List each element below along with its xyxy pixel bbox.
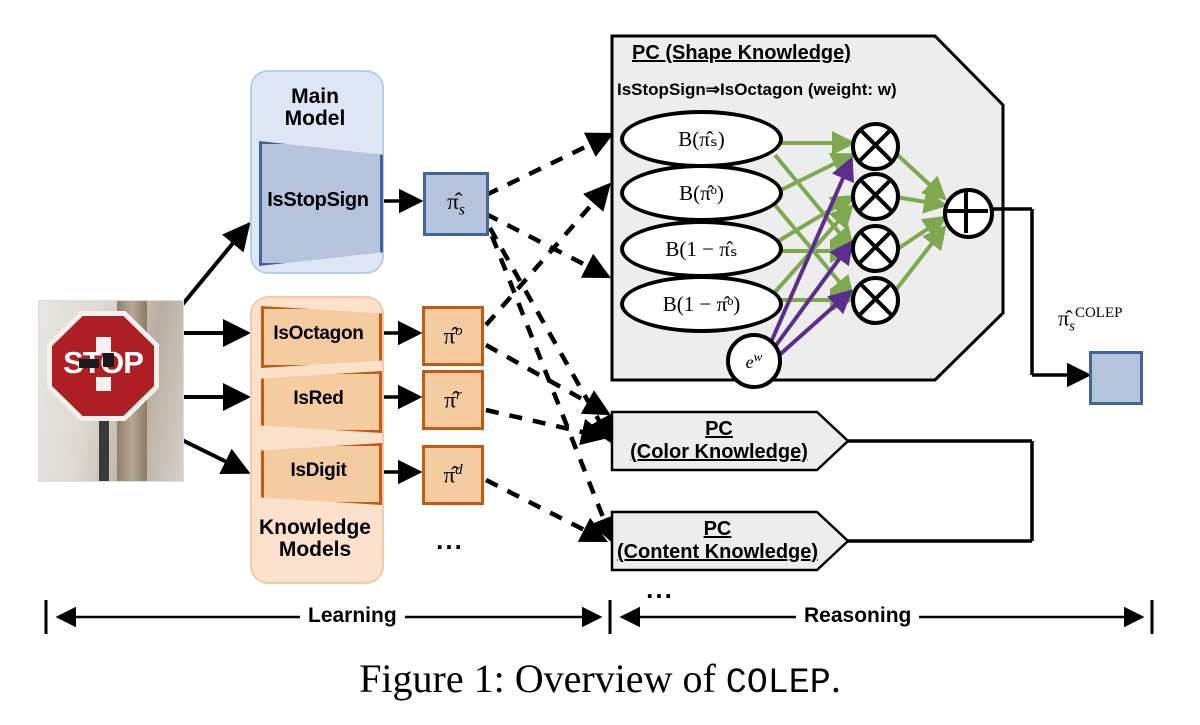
pc-shape-leaf-3: B(1 − π̂ᵒ) <box>620 275 783 333</box>
product-node-3 <box>851 276 900 325</box>
main-model-title-line2: Model <box>284 107 346 130</box>
pc-shape-weight-node: ew <box>726 333 782 389</box>
pc-content-tag[interactable]: PC (Content Knowledge) <box>610 514 825 568</box>
caption-prefix: Figure 1: Overview of <box>359 656 726 701</box>
knowledge-output-label-octagon: π̂o <box>443 322 463 349</box>
pc-color-tag[interactable]: PC (Color Knowledge) <box>614 414 824 468</box>
main-model-output-box[interactable]: π̂s <box>423 172 489 236</box>
main-model-trapezoid[interactable]: IsStopSign <box>259 141 383 266</box>
pc-shape-header: PC (Shape Knowledge) <box>632 42 851 64</box>
knowledge-models-title-line2: Models <box>278 538 352 561</box>
main-model-trapezoid-label: IsStopSign <box>267 189 369 211</box>
sum-node <box>943 188 994 239</box>
pc-color-header: PC <box>705 418 733 440</box>
pc-shape-leaf-1-label: B(π̂ᵒ) <box>679 180 724 205</box>
output-label-base: π̂ <box>1058 305 1070 331</box>
knowledge-output-label-digit: π̂d <box>443 461 463 488</box>
pc-shape-leaf-2-label: B(1 − π̂ₛ <box>665 236 738 261</box>
knowledge-output-box-digit[interactable]: π̂d <box>422 445 484 505</box>
product-node-0 <box>851 122 900 171</box>
pc-shape-leaf-0: B(π̂ₛ) <box>620 110 783 168</box>
output-label-sub: s <box>1069 318 1075 335</box>
output-box[interactable] <box>1089 351 1143 405</box>
pc-shape-leaf-0-label: B(π̂ₛ) <box>678 126 725 151</box>
knowledge-models-title: Knowledge Models <box>250 508 380 570</box>
output-label-sup: COLEP <box>1074 305 1123 321</box>
pc-shape-leaf-2: B(1 − π̂ₛ <box>620 220 783 278</box>
caption-name: COLEP <box>725 663 831 703</box>
pc-content-subheader: (Content Knowledge) <box>616 541 819 563</box>
knowledge-model-isoctagon[interactable]: IsOctagon <box>261 306 382 368</box>
input-image: STOP <box>38 300 184 482</box>
knowledge-model-isdigit-label: IsDigit <box>290 460 347 481</box>
main-model-output-label: π̂s <box>447 188 465 219</box>
pc-color-subheader: (Color Knowledge) <box>630 441 808 463</box>
knowledge-model-isdigit[interactable]: IsDigit <box>261 443 382 505</box>
pc-shape-weight-node-label: ew <box>745 349 763 372</box>
band-label-learning: Learning <box>300 604 405 628</box>
knowledge-output-box-octagon[interactable]: π̂o <box>422 306 484 366</box>
knowledge-output-ellipsis: ... <box>436 525 464 555</box>
caption-suffix: . <box>830 656 841 701</box>
main-model-title: Main Model <box>250 80 380 136</box>
product-node-1 <box>851 172 900 221</box>
knowledge-model-isoctagon-label: IsOctagon <box>273 323 364 344</box>
knowledge-model-isred-label: IsRed <box>293 388 344 409</box>
pc-content-header: PC <box>703 518 732 540</box>
main-model-title-line1: Main <box>291 84 339 108</box>
pc-shape-rule: IsStopSign⇒IsOctagon (weight: w) <box>617 80 897 99</box>
figure-caption: Figure 1: Overview of COLEP. <box>0 655 1200 703</box>
knowledge-models-title-line1: Knowledge <box>258 515 371 539</box>
pc-ellipsis: ... <box>646 574 674 604</box>
product-node-2 <box>851 224 900 273</box>
band-label-reasoning: Reasoning <box>796 604 920 628</box>
output-label: π̂sCOLEP <box>1058 305 1122 336</box>
pc-shape-leaf-3-label: B(1 − π̂ᵒ) <box>662 291 741 316</box>
knowledge-output-label-red: π̂r <box>444 386 462 413</box>
pc-shape-leaf-1: B(π̂ᵒ) <box>620 164 783 222</box>
knowledge-output-box-red[interactable]: π̂r <box>422 370 484 430</box>
knowledge-model-isred[interactable]: IsRed <box>261 371 382 433</box>
